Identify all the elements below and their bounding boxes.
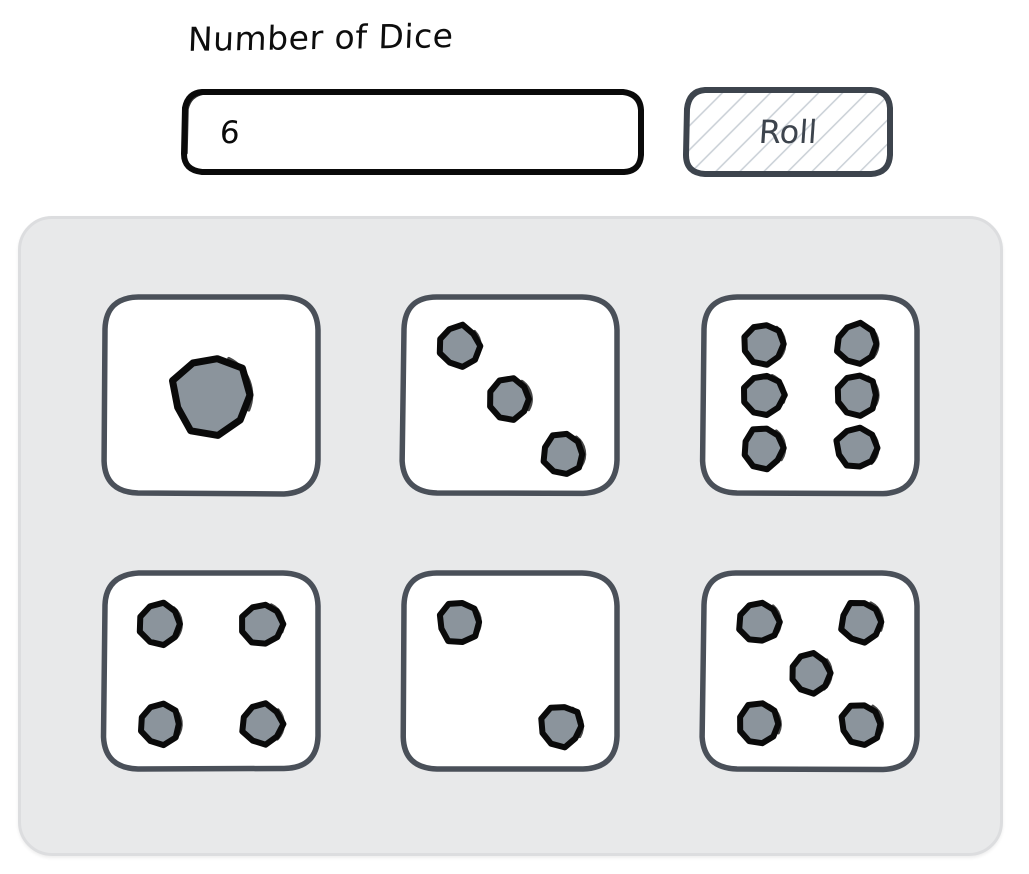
die-pip [737, 700, 782, 747]
dice-results-panel [18, 216, 1003, 856]
die-pip [838, 600, 885, 646]
die-pip-sketch-stroke [866, 375, 880, 407]
die-pip [789, 650, 834, 697]
die-pip-sketch-stroke [775, 325, 787, 358]
die-4 [100, 569, 322, 773]
die-pip [833, 424, 881, 470]
die-pip [487, 375, 533, 423]
die-pip-group [741, 319, 881, 473]
die-pip-group [437, 321, 587, 477]
input-border [181, 89, 644, 175]
die-pip-sketch-stroke [575, 435, 587, 468]
die-pip-group [168, 355, 254, 439]
die-pip-sketch-stroke [269, 603, 285, 634]
die-pip [834, 372, 880, 419]
die-pip-sketch-stroke [774, 429, 787, 462]
die-pip [437, 321, 484, 370]
die-pip-sketch-stroke [869, 601, 885, 632]
die-pip [741, 322, 787, 368]
die-pip-sketch-stroke [173, 708, 183, 741]
die-pip [168, 355, 254, 439]
die-pip-sketch-stroke [227, 356, 254, 412]
die-pip [538, 704, 585, 751]
roll-button-hatch-fill [686, 90, 890, 174]
roll-button-border [683, 87, 893, 177]
die-pip-sketch-stroke [871, 704, 885, 736]
die-pip [136, 599, 183, 649]
die-1 [100, 293, 322, 497]
die-pip [541, 430, 586, 477]
die-pip [741, 425, 787, 473]
die-pip [736, 599, 783, 644]
die-pip-sketch-stroke [767, 703, 782, 735]
die-pip-sketch-stroke [473, 605, 483, 638]
die-pip [834, 319, 880, 367]
roll-button[interactable]: Roll [681, 85, 895, 179]
die-pip-sketch-stroke [770, 374, 787, 404]
die-pip-group [136, 599, 287, 749]
die-pip-sketch-stroke [870, 432, 880, 465]
die-pip [238, 601, 287, 647]
die-pip-sketch-stroke [771, 604, 783, 637]
die-pip [741, 372, 788, 418]
die-pip-group [736, 599, 885, 748]
die-2 [399, 293, 621, 497]
dice-count-value[interactable]: 6 [218, 115, 241, 151]
die-pip-group [437, 600, 585, 751]
die-pip [838, 702, 884, 748]
die-pip-sketch-stroke [473, 330, 483, 363]
die-6 [699, 569, 921, 773]
dice-grid [21, 219, 1000, 853]
die-pip-sketch-stroke [172, 606, 183, 639]
page-title: Number of Dice [187, 16, 455, 59]
die-pip [437, 600, 483, 645]
die-pip-sketch-stroke [571, 706, 585, 739]
die-5 [399, 569, 621, 773]
die-pip [137, 700, 182, 749]
die-pip-sketch-stroke [869, 326, 880, 359]
die-pip-sketch-stroke [520, 379, 534, 412]
dice-count-input[interactable]: 6 [180, 88, 645, 176]
die-pip-sketch-stroke [822, 658, 833, 691]
die-pip-sketch-stroke [275, 708, 285, 741]
die-3 [699, 293, 921, 497]
die-pip [239, 700, 287, 748]
